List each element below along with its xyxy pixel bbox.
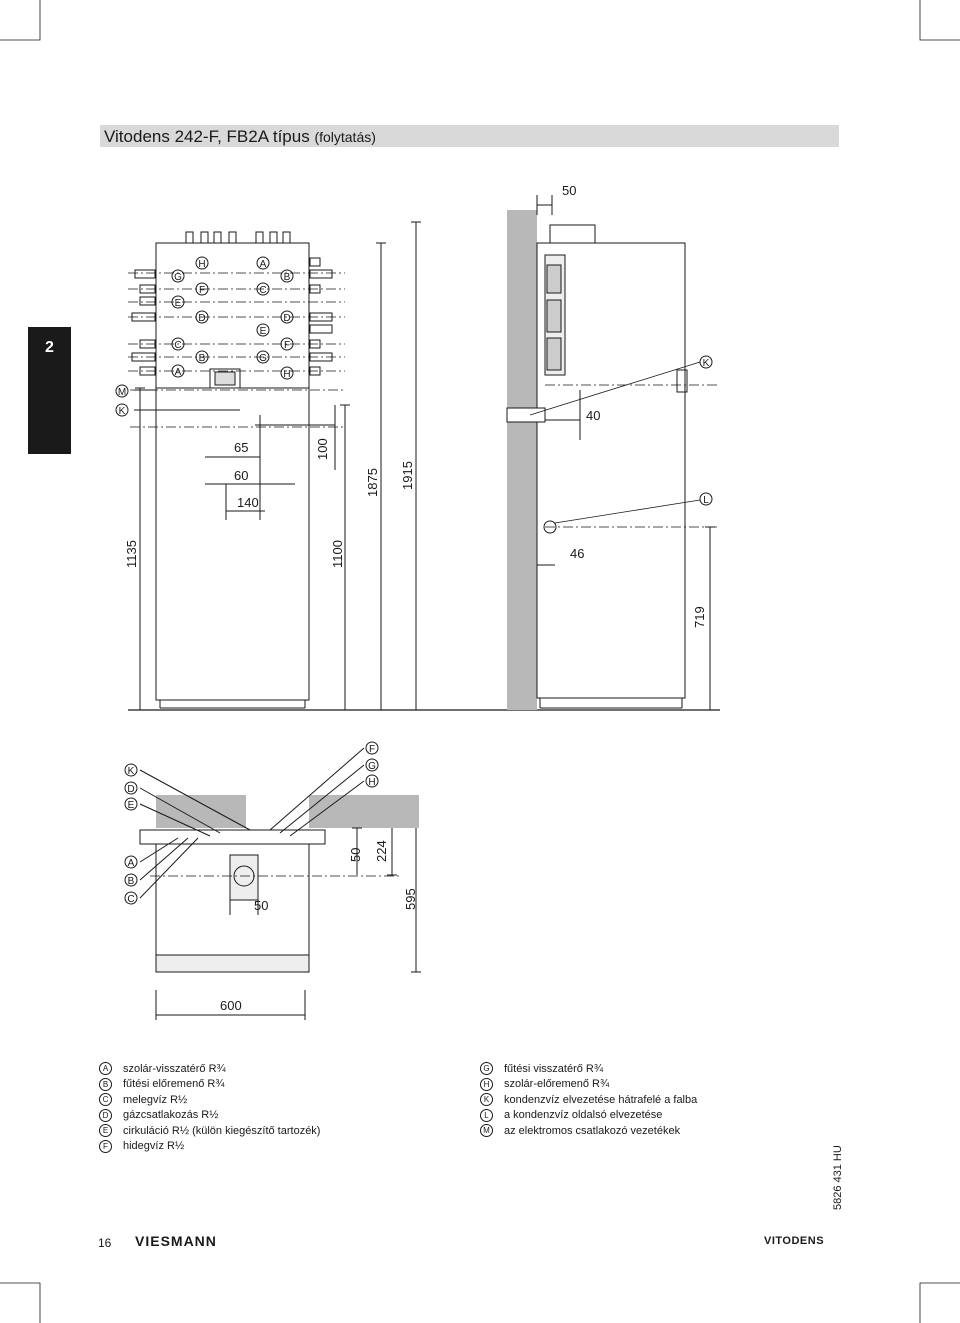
marker-d-right: D bbox=[283, 313, 290, 324]
legend-key: G bbox=[480, 1062, 493, 1075]
dim-600: 600 bbox=[220, 998, 242, 1013]
marker-h-front: H bbox=[198, 259, 205, 270]
marker-m: M bbox=[118, 387, 126, 398]
page-number: 16 bbox=[98, 1236, 112, 1250]
right-fittings bbox=[309, 257, 333, 376]
marker-d-front: D bbox=[198, 313, 205, 324]
marker-k-plan: K bbox=[128, 766, 135, 777]
legend-text: cirkuláció R½ (külön kiegészítő tartozék… bbox=[123, 1124, 321, 1137]
legend-text: szolár-visszatérő R¾ bbox=[123, 1062, 226, 1075]
dim-595: 595 bbox=[403, 888, 418, 910]
marker-e-plan: E bbox=[128, 800, 135, 811]
dim-1100: 1100 bbox=[330, 540, 345, 568]
marker-f-plan: F bbox=[369, 744, 375, 755]
marker-k-side: K bbox=[703, 358, 710, 369]
legend-text: gázcsatlakozás R½ bbox=[123, 1109, 219, 1121]
marker-l-side: L bbox=[703, 495, 709, 506]
marker-g-front: G bbox=[174, 272, 182, 283]
marker-b-front: B bbox=[199, 353, 206, 364]
legend-text: fűtési visszatérő R¾ bbox=[504, 1062, 604, 1075]
marker-f-right: F bbox=[284, 340, 290, 351]
brand-logo: VIESMANN bbox=[135, 1233, 217, 1249]
legend-key: F bbox=[99, 1139, 112, 1153]
legend-key: A bbox=[99, 1062, 112, 1075]
legend-key: B bbox=[99, 1077, 112, 1091]
marker-b-right: B bbox=[284, 272, 291, 283]
marker-a-plan: A bbox=[128, 858, 135, 869]
dim-1875: 1875 bbox=[365, 468, 380, 497]
front-lower-module bbox=[155, 387, 310, 701]
legend-text: az elektromos csatlakozó vezetékek bbox=[504, 1124, 681, 1137]
document-code: 5826 431 HU bbox=[832, 1145, 844, 1210]
dim-top-50: 50 bbox=[562, 183, 576, 198]
legend-key: E bbox=[99, 1124, 112, 1137]
left-fittings bbox=[131, 269, 156, 376]
chapter-tab-label: 2 bbox=[45, 339, 54, 356]
product-logo: VITODENS bbox=[764, 1235, 825, 1247]
marker-e-right: E bbox=[260, 326, 267, 337]
dim-65: 65 bbox=[234, 440, 248, 455]
dim-1915: 1915 bbox=[400, 461, 415, 490]
marker-k-front: K bbox=[119, 406, 126, 417]
marker-a-front: A bbox=[175, 367, 182, 378]
wall bbox=[507, 210, 537, 710]
legend-text: melegvíz R½ bbox=[123, 1093, 188, 1106]
marker-e-front: E bbox=[175, 298, 182, 309]
marker-b-plan: B bbox=[128, 876, 135, 887]
page-title-text: Vitodens 242-F, FB2A típus bbox=[104, 127, 310, 146]
marker-c-plan: C bbox=[127, 894, 134, 905]
legend-text: hidegvíz R½ bbox=[123, 1140, 185, 1152]
marker-a-right: A bbox=[260, 259, 267, 270]
control-panel bbox=[209, 368, 241, 389]
legend-key: H bbox=[480, 1077, 493, 1091]
dim-plan-50a: 50 bbox=[348, 848, 363, 862]
marker-h-right: H bbox=[283, 369, 290, 380]
dim-60: 60 bbox=[234, 468, 248, 483]
header-bar bbox=[100, 125, 839, 147]
dim-224: 224 bbox=[374, 840, 389, 862]
marker-c-front: C bbox=[174, 340, 181, 351]
legend-text: fűtési előremenő R¾ bbox=[123, 1078, 225, 1090]
top-fittings bbox=[185, 231, 291, 244]
legend-key: D bbox=[99, 1108, 112, 1122]
legend-key: K bbox=[480, 1093, 493, 1106]
marker-f-front: F bbox=[199, 285, 205, 296]
marker-d-plan: D bbox=[127, 784, 134, 795]
marker-c-right: C bbox=[259, 285, 266, 296]
dim-plan-50b: 50 bbox=[254, 898, 268, 913]
dim-100: 100 bbox=[315, 438, 330, 460]
legend-text: a kondenzvíz oldalsó elvezetése bbox=[504, 1109, 663, 1121]
marker-g-plan: G bbox=[368, 761, 376, 772]
legend-key: L bbox=[480, 1108, 493, 1122]
dim-46: 46 bbox=[570, 546, 584, 561]
legend-key: M bbox=[480, 1124, 493, 1137]
legend-text: kondenzvíz elvezetése hátrafelé a falba bbox=[504, 1093, 698, 1106]
marker-g-right: G bbox=[259, 353, 267, 364]
dim-140: 140 bbox=[237, 495, 259, 510]
marker-h-plan: H bbox=[368, 777, 375, 788]
dim-40: 40 bbox=[586, 408, 600, 423]
chapter-tab: 2 bbox=[28, 327, 71, 454]
page-title: Vitodens 242-F, FB2A típus (folytatás) bbox=[104, 127, 376, 147]
dim-1135: 1135 bbox=[124, 540, 139, 568]
plan-wall bbox=[309, 795, 419, 828]
legend-text: szolár-előremenő R¾ bbox=[504, 1078, 610, 1090]
legend-key: C bbox=[99, 1093, 112, 1106]
page-subtitle: (folytatás) bbox=[314, 129, 376, 145]
dim-719: 719 bbox=[692, 606, 707, 628]
